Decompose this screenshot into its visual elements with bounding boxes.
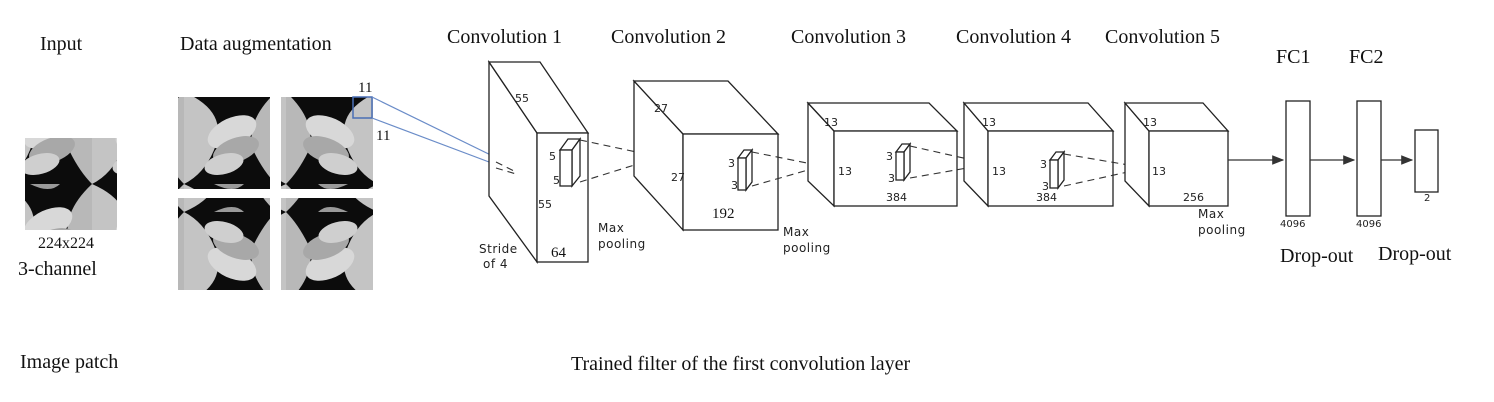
conv2-depth-label: 192 <box>712 206 735 222</box>
fc2-block <box>1356 100 1382 217</box>
data-augmentation-label: Data augmentation <box>180 33 332 55</box>
fc2-dropout-label: Drop-out <box>1378 243 1452 265</box>
conv1-to-conv2-dash-top <box>579 139 661 158</box>
conv4-block <box>962 101 1115 208</box>
conv1-block <box>487 59 590 264</box>
fc2-title: FC2 <box>1349 46 1383 68</box>
fc1-dropout-label: Drop-out <box>1280 245 1354 267</box>
pool3-line2: pooling <box>1198 223 1246 237</box>
conv5-width-label: 13 <box>1152 165 1166 178</box>
conv3-to-conv4-dash-top <box>909 145 991 165</box>
conv3-kernel-a: 3 <box>886 150 893 163</box>
filter-window-box <box>352 96 373 119</box>
conv2-height-label: 27 <box>654 102 668 115</box>
conv3-height-label: 13 <box>824 116 838 129</box>
fc2-units-label: 4096 <box>1356 219 1381 230</box>
conv4-to-conv5-dash-top <box>1063 153 1147 169</box>
fc1-block <box>1285 100 1311 217</box>
conv4-kernel-a: 3 <box>1040 158 1047 171</box>
augmentation-grid <box>178 97 373 290</box>
input-image-patch <box>25 138 117 230</box>
conv2-width-label: 27 <box>671 171 685 184</box>
conv1-input-dash-a <box>495 161 517 173</box>
pool2-line1: Max <box>783 225 809 239</box>
conv1-to-conv2-dash-bottom <box>579 156 661 183</box>
pool1-line1: Max <box>598 221 624 235</box>
pool1-line2: pooling <box>598 237 646 251</box>
conv1-kernel-b: 5 <box>553 174 560 187</box>
conv3-kernel-b: 3 <box>888 172 895 185</box>
augmented-image-original <box>178 97 270 189</box>
conv3-to-conv4-dash-bottom <box>909 163 991 179</box>
conv4-depth-label: 384 <box>1036 191 1057 204</box>
conv5-depth-label: 256 <box>1183 191 1204 204</box>
augmented-image-flip-h <box>281 97 373 189</box>
conv3-width-label: 13 <box>838 165 852 178</box>
conv2-title: Convolution 2 <box>611 26 726 48</box>
conv4-title: Convolution 4 <box>956 26 1071 48</box>
fc1-units-label: 4096 <box>1280 219 1305 230</box>
image-patch-label: Image patch <box>20 351 118 373</box>
conv1-input-dash-b <box>495 167 517 175</box>
conv2-kernel-b: 3 <box>731 179 738 192</box>
output-block <box>1414 129 1439 193</box>
output-units-label: 2 <box>1424 193 1430 204</box>
conv1-stride-value: of 4 <box>483 257 508 271</box>
augmented-image-rotated <box>281 198 373 290</box>
conv1-width-label: 55 <box>538 198 552 211</box>
kernel-height-label: 11 <box>376 128 390 144</box>
conv1-kernel-a: 5 <box>549 150 556 163</box>
augmented-image-flip-v <box>178 198 270 290</box>
pool3-line1: Max <box>1198 207 1224 221</box>
conv4-to-conv5-dash-bottom <box>1063 167 1147 187</box>
input-channels-label: 3-channel <box>18 258 97 280</box>
conv5-block <box>1123 101 1230 208</box>
pool2-line2: pooling <box>783 241 831 255</box>
filter-projection-line-bottom <box>371 117 506 169</box>
kernel-width-label: 11 <box>358 80 372 96</box>
conv3-block <box>806 101 959 208</box>
conv5-height-label: 13 <box>1143 116 1157 129</box>
conv1-stride-label: Stride <box>479 242 518 256</box>
conv1-height-label: 55 <box>515 92 529 105</box>
conv2-block <box>632 79 780 232</box>
conv3-depth-label: 384 <box>886 191 907 204</box>
conv3-title: Convolution 3 <box>791 26 906 48</box>
conv4-kernel-b: 3 <box>1042 180 1049 193</box>
conv2-kernel-a: 3 <box>728 157 735 170</box>
input-label: Input <box>40 33 83 55</box>
conv4-height-label: 13 <box>982 116 996 129</box>
conv1-title: Convolution 1 <box>447 26 562 48</box>
conv4-width-label: 13 <box>992 165 1006 178</box>
trained-filter-caption: Trained filter of the first convolution … <box>571 353 911 375</box>
conv5-title: Convolution 5 <box>1105 26 1220 48</box>
input-size-label: 224x224 <box>38 235 94 252</box>
conv1-depth-label: 64 <box>551 245 567 261</box>
fc1-title: FC1 <box>1276 46 1310 68</box>
filter-projection-line-top <box>371 96 506 163</box>
